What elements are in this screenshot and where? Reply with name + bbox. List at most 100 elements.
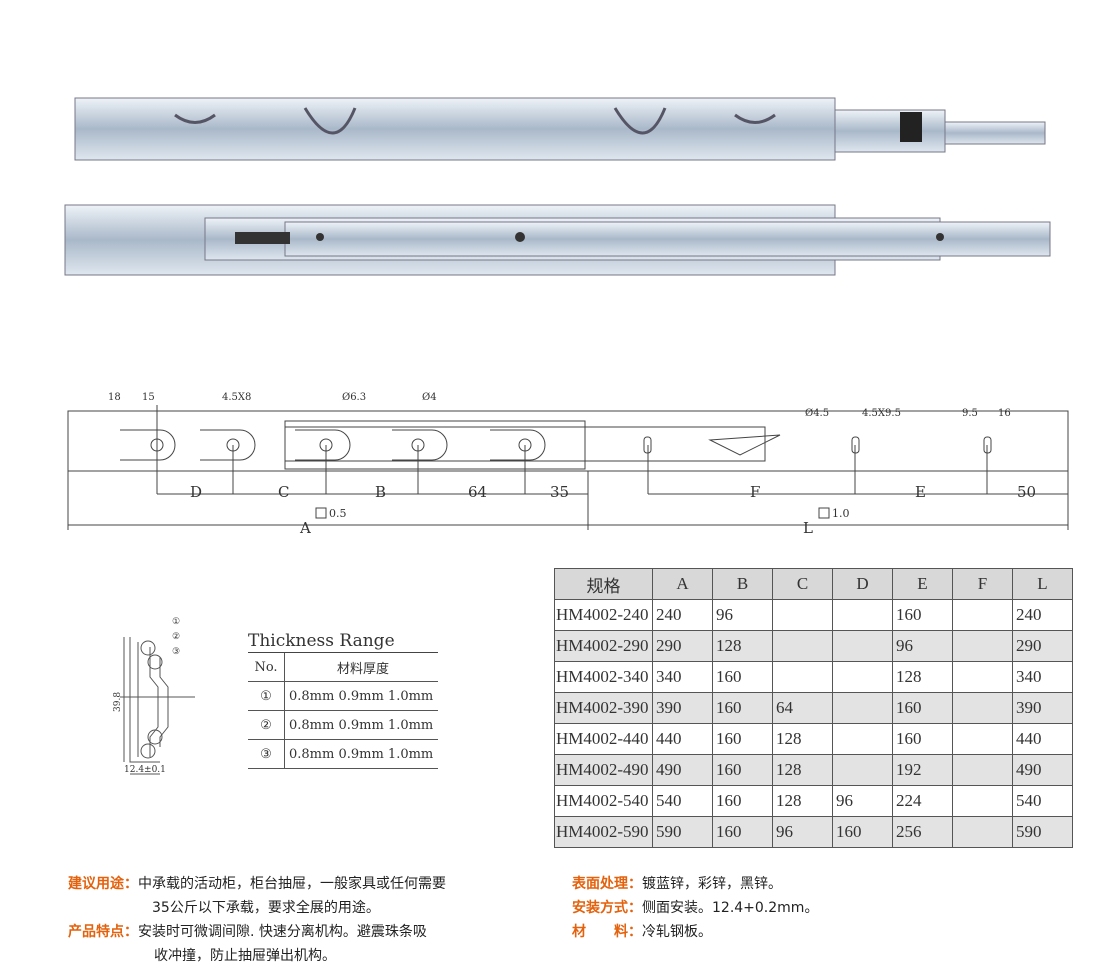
value-cell	[832, 599, 893, 631]
row-value: 0.8mm 0.9mm 1.0mm	[284, 681, 438, 711]
thickness-title: Thickness Range	[248, 630, 438, 653]
dim-hole-4: Ø4	[422, 392, 437, 403]
value-cell	[832, 754, 893, 786]
notes-left: 建议用途：中承载的活动柜，柜台抽屉，一般家具或任何需要 35公斤以下承载，要求全…	[68, 872, 558, 968]
value-cell: 160	[712, 723, 773, 755]
value-cell	[832, 692, 893, 724]
value-cell: 240	[652, 599, 713, 631]
value-cell: 160	[712, 785, 773, 817]
row-value: 0.8mm 0.9mm 1.0mm	[284, 739, 438, 769]
value-cell: A	[652, 568, 713, 600]
value-cell: 590	[652, 816, 713, 848]
value-cell: F	[952, 568, 1013, 600]
value-cell: 160	[892, 599, 953, 631]
value-cell: 390	[1012, 692, 1073, 724]
dim-35: 35	[550, 483, 569, 501]
slide-extended	[64, 204, 1051, 276]
model-cell: HM4002-440	[554, 723, 653, 755]
dim-16: 16	[998, 408, 1011, 419]
install-label: 安装方式：	[572, 900, 642, 916]
value-cell	[952, 692, 1013, 724]
notes-right: 表面处理：镀蓝锌，彩锌，黑锌。 安装方式：侧面安装。12.4+0.2mm。 材 …	[572, 872, 972, 944]
feature-text: 安装时可微调间隙. 快速分离机构。避震珠条吸	[138, 924, 427, 940]
dim-hole-4-5: Ø4.5	[805, 408, 829, 419]
value-cell: D	[832, 568, 893, 600]
model-cell: 规格	[554, 568, 653, 600]
value-cell: E	[892, 568, 953, 600]
dim-64: 64	[468, 483, 487, 501]
value-cell	[952, 661, 1013, 693]
value-cell: 240	[1012, 599, 1073, 631]
dim-slot-4-5x9-5: 4.5X9.5	[862, 408, 901, 419]
value-cell: 540	[652, 785, 713, 817]
value-cell: 160	[712, 692, 773, 724]
model-cell: HM4002-540	[554, 785, 653, 817]
model-cell: HM4002-290	[554, 630, 653, 662]
value-cell: C	[772, 568, 833, 600]
model-cell: HM4002-340	[554, 661, 653, 693]
value-cell: 490	[652, 754, 713, 786]
value-cell	[952, 816, 1013, 848]
value-cell: 160	[832, 816, 893, 848]
value-cell: 96	[772, 816, 833, 848]
row-value: 0.8mm 0.9mm 1.0mm	[284, 710, 438, 740]
feature-label: 产品特点：	[68, 924, 138, 940]
value-cell: 64	[772, 692, 833, 724]
value-cell: 128	[772, 754, 833, 786]
value-cell	[952, 754, 1013, 786]
dim-hole-6-3: Ø6.3	[342, 392, 366, 403]
section-width: 12.4±0.1	[124, 765, 166, 775]
model-cell: HM4002-240	[554, 599, 653, 631]
dim-D: D	[190, 483, 202, 501]
usage-label: 建议用途：	[68, 876, 138, 892]
value-cell	[772, 661, 833, 693]
value-cell: 290	[1012, 630, 1073, 662]
header-thickness: 材料厚度	[284, 653, 438, 682]
callout-1: ①	[172, 617, 180, 627]
value-cell: 160	[892, 692, 953, 724]
value-cell: 96	[832, 785, 893, 817]
value-cell	[952, 599, 1013, 631]
value-cell: 160	[712, 754, 773, 786]
value-cell: B	[712, 568, 773, 600]
dim-9-5: 9.5	[962, 408, 978, 419]
value-cell: 160	[712, 661, 773, 693]
value-cell: 128	[772, 785, 833, 817]
surface-text: 镀蓝锌，彩锌，黑锌。	[642, 876, 782, 892]
value-cell: 440	[652, 723, 713, 755]
dim-F: F	[750, 483, 760, 501]
value-cell	[832, 630, 893, 662]
model-cell: HM4002-490	[554, 754, 653, 786]
dim-L: L	[803, 519, 813, 537]
material-label: 材 料：	[572, 924, 642, 940]
value-cell: 128	[892, 661, 953, 693]
value-cell	[772, 599, 833, 631]
value-cell: 224	[892, 785, 953, 817]
usage-text: 中承载的活动柜，柜台抽屉，一般家具或任何需要	[138, 876, 446, 892]
header-no: No.	[248, 653, 285, 682]
value-cell: 490	[1012, 754, 1073, 786]
dim-15: 15	[142, 392, 155, 403]
install-text: 侧面安装。12.4+0.2mm。	[642, 900, 819, 916]
value-cell	[952, 785, 1013, 817]
cross-section-drawing: ① ② ③ 39.8 12.4±0.1	[113, 617, 195, 775]
feature-text-2: 收冲撞，防止抽屉弹出机构。	[154, 948, 336, 964]
value-cell	[832, 661, 893, 693]
dim-B: B	[375, 483, 386, 501]
value-cell: 160	[892, 723, 953, 755]
dim-50: 50	[1017, 483, 1036, 501]
value-cell: 96	[892, 630, 953, 662]
material-text: 冷轧钢板。	[642, 924, 712, 940]
value-cell: L	[1012, 568, 1073, 600]
